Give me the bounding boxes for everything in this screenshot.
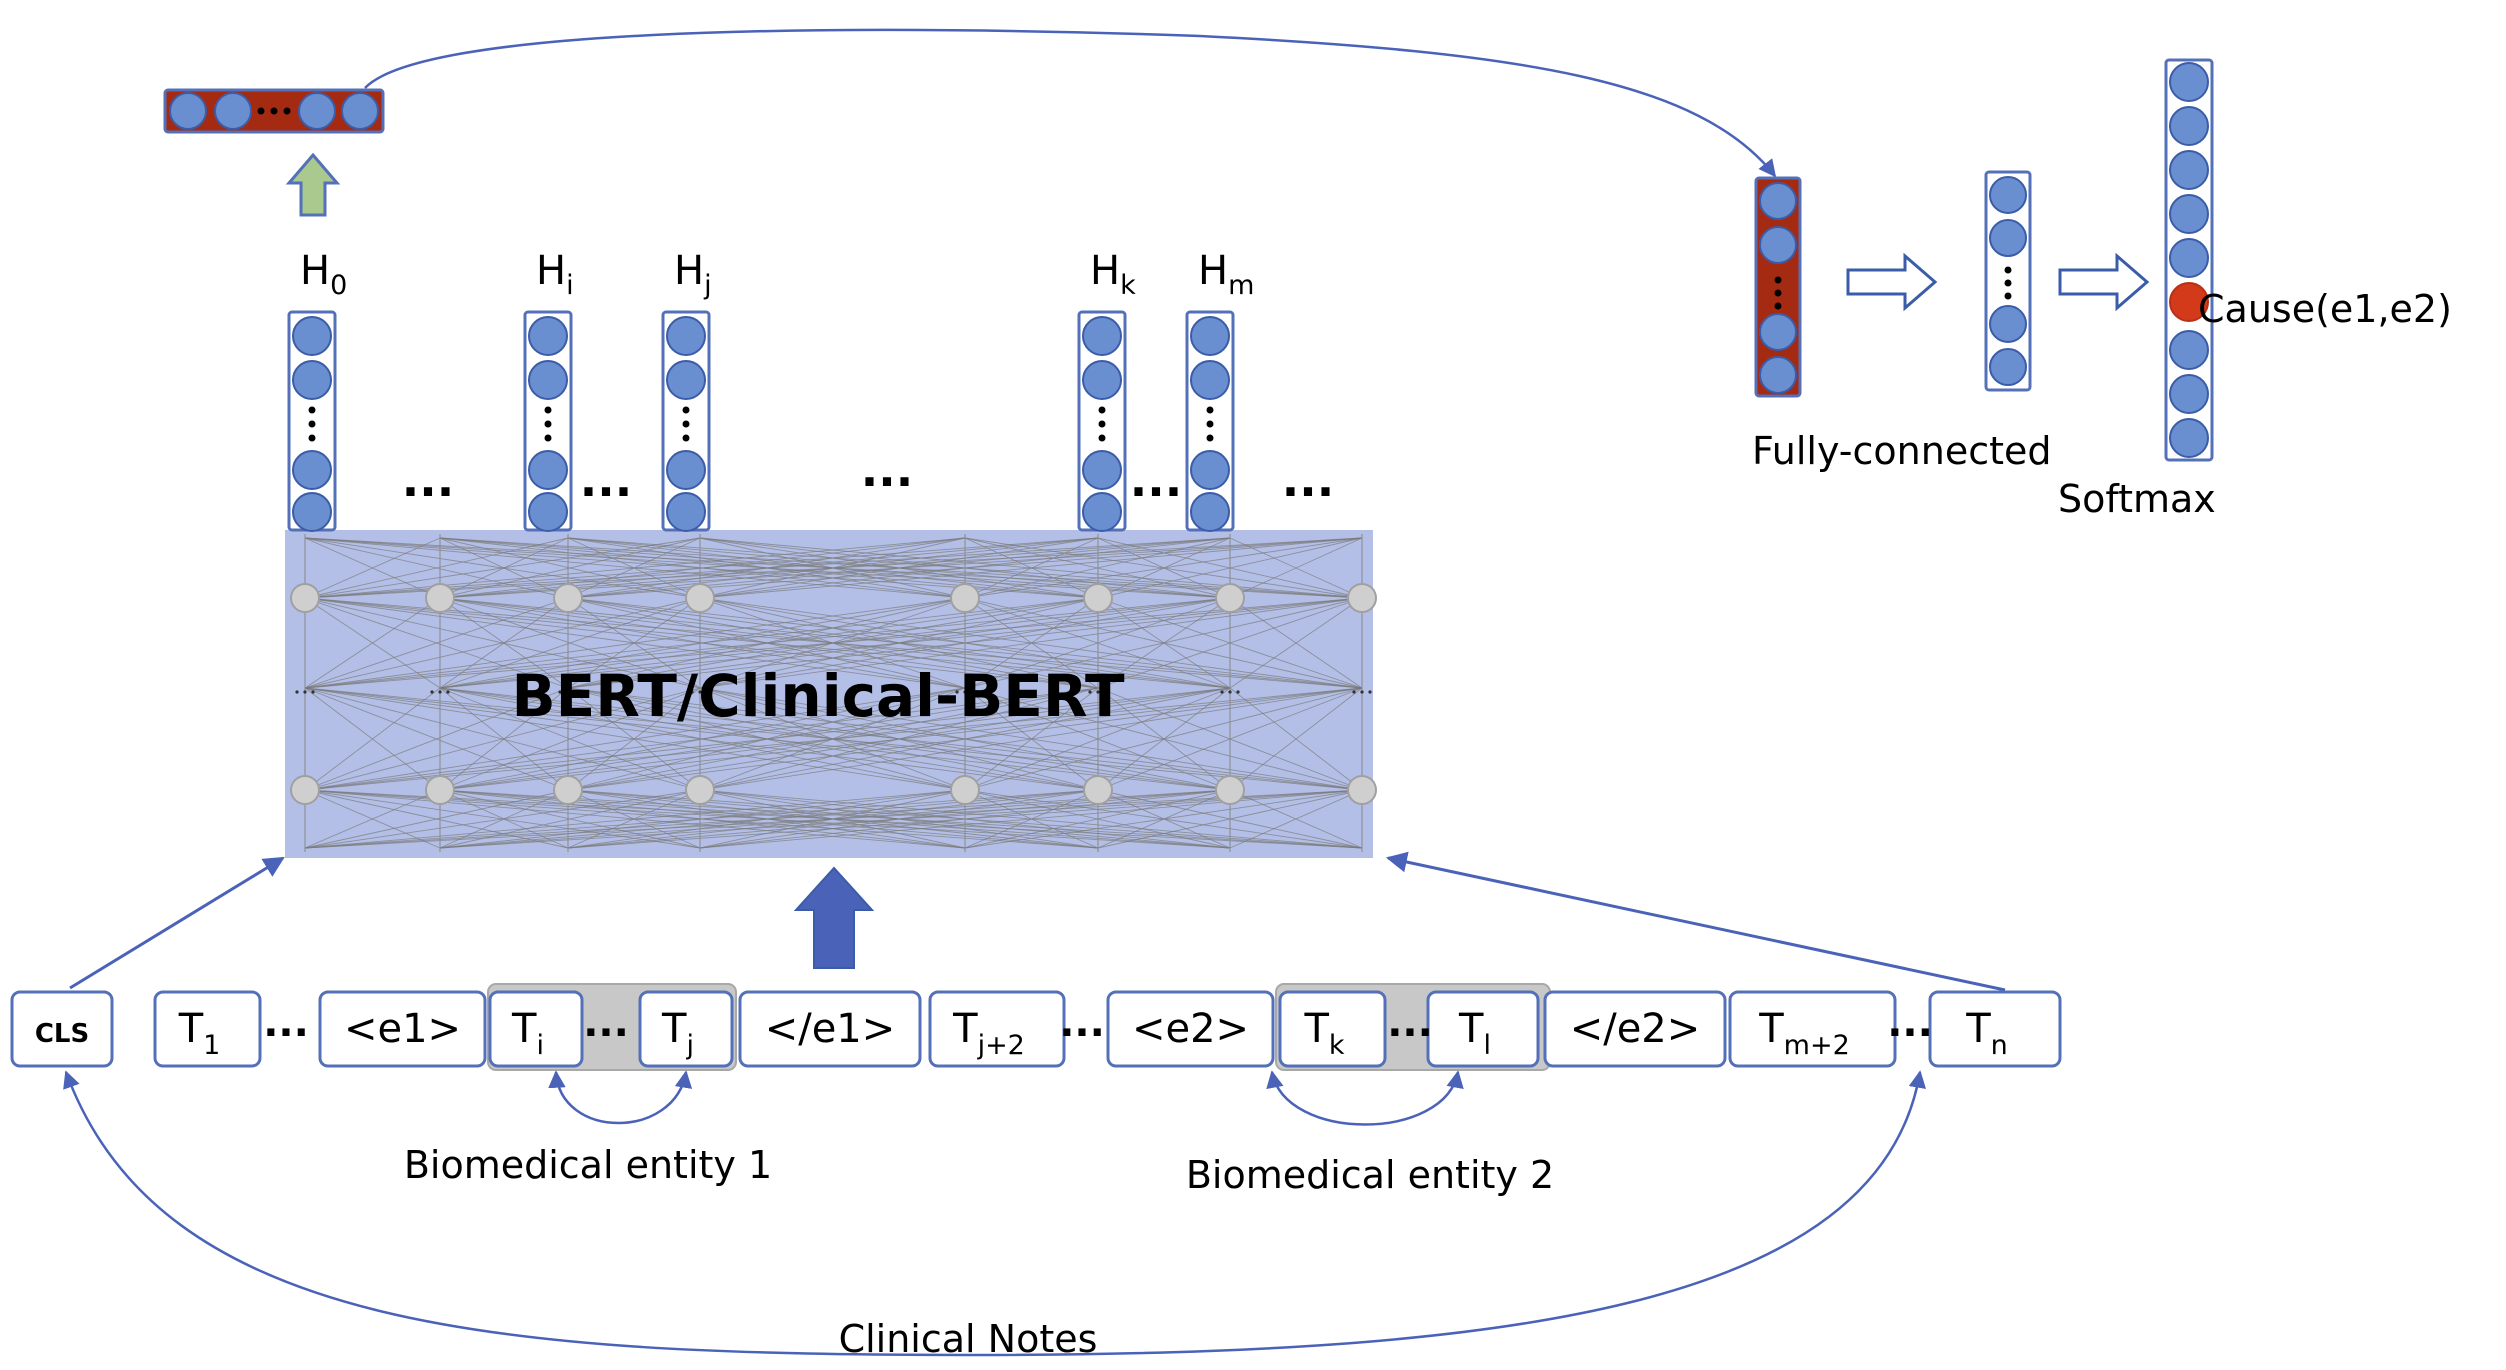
fc-hollow-arrow — [1846, 252, 1938, 312]
token-box-11: Tm+2 — [1728, 990, 1897, 1068]
token-ellipsis-4: ... — [1887, 1000, 1933, 1046]
hidden-vector-2 — [661, 310, 711, 532]
token-box-3: Ti — [488, 990, 584, 1068]
hidden-state-labels: H0 Hi Hj Hk Hm — [300, 248, 1254, 301]
predicted-class-node — [2169, 282, 2209, 322]
token-box-1: T1 — [153, 990, 262, 1068]
output-label: Cause(e1,e2) — [2198, 287, 2452, 331]
hidden-vector-4 — [1185, 310, 1235, 532]
hidden-state-ellipses: ............... — [402, 443, 1334, 507]
softmax-node — [2169, 374, 2209, 414]
cls-to-fc-arrow — [364, 28, 1777, 178]
softmax-node — [2169, 150, 2209, 190]
tn-to-bert-arrow — [1385, 851, 2006, 992]
hidden-ellipsis-1: ... — [580, 453, 632, 507]
hidden-ellipsis-4: ... — [1282, 453, 1334, 507]
softmax-node — [2169, 106, 2209, 146]
token-box-0: CLS — [10, 990, 114, 1068]
token-box-10: </e2> — [1543, 990, 1727, 1068]
hidden-label-1: Hi — [536, 248, 574, 301]
fc-label: Fully-connected — [1752, 429, 2052, 473]
softmax-node — [2169, 330, 2209, 370]
token-label-2: <e1> — [344, 1006, 461, 1052]
cls-to-bert-arrow — [69, 856, 285, 990]
big-input-arrow — [793, 866, 875, 969]
token-label-7: <e2> — [1132, 1006, 1249, 1052]
hidden-label-2: Hj — [674, 248, 712, 301]
bert-label: BERT/Clinical-BERT — [511, 662, 1124, 730]
softmax-node — [2169, 62, 2209, 102]
token-ellipsis-1: ... — [583, 1000, 629, 1046]
token-box-5: </e1> — [738, 990, 922, 1068]
bert-network-mesh — [290, 534, 1377, 852]
softmax-node — [2169, 238, 2209, 278]
hidden-ellipsis-2: ... — [861, 443, 913, 497]
softmax-node — [2169, 194, 2209, 234]
softmax-node — [2169, 418, 2209, 458]
token-box-12: Tn — [1928, 990, 2062, 1068]
hidden-ellipsis-0: ... — [402, 453, 454, 507]
token-ellipsis-3: ... — [1387, 1000, 1433, 1046]
hidden-vector-3 — [1077, 310, 1127, 532]
token-box-8: Tk — [1278, 990, 1387, 1068]
hidden-ellipsis-3: ... — [1130, 453, 1182, 507]
entity2-arc — [1266, 1070, 1464, 1126]
hidden-label-4: Hm — [1198, 248, 1254, 301]
hidden-vector-0 — [287, 310, 337, 532]
token-label-5: </e1> — [765, 1006, 896, 1052]
hidden-label-0: H0 — [300, 248, 347, 301]
token-ellipsis-2: ... — [1059, 1000, 1105, 1046]
hidden-state-vectors — [287, 310, 1235, 532]
token-label-0: CLS — [35, 1019, 89, 1049]
token-label-10: </e2> — [1570, 1006, 1701, 1052]
fc-input-vector — [1754, 176, 1802, 398]
bert-block: BERT/Clinical-BERT — [285, 530, 1377, 858]
hidden-label-3: Hk — [1090, 248, 1136, 301]
clinical-notes-arc — [63, 1070, 1926, 1357]
softmax-label: Softmax — [2058, 477, 2216, 521]
token-box-9: Tl — [1426, 990, 1540, 1068]
cls-pooled-vector — [163, 88, 385, 134]
token-box-7: <e2> — [1106, 990, 1275, 1068]
fc-output-vector — [1984, 170, 2032, 392]
token-box-2: <e1> — [318, 990, 487, 1068]
softmax-output-vector — [2164, 58, 2214, 462]
token-box-6: Tj+2 — [928, 990, 1066, 1068]
token-box-4: Tj — [638, 990, 734, 1068]
softmax-hollow-arrow — [2058, 252, 2150, 312]
input-token-row: CLS T1 <e1> Ti Tj </e1> Tj+2 <e2> Tk Tl </e2> Tm+2 T… — [10, 990, 2062, 1068]
entity2-label: Biomedical entity 2 — [1186, 1153, 1554, 1197]
token-ellipsis-0: ... — [263, 1000, 309, 1046]
entity1-label: Biomedical entity 1 — [404, 1143, 772, 1187]
green-up-arrow — [285, 152, 341, 217]
clinical-notes-label: Clinical Notes — [839, 1317, 1098, 1361]
entity1-arc — [548, 1070, 693, 1125]
hidden-vector-1 — [523, 310, 573, 532]
token-ellipses: ............... — [263, 1000, 1933, 1046]
